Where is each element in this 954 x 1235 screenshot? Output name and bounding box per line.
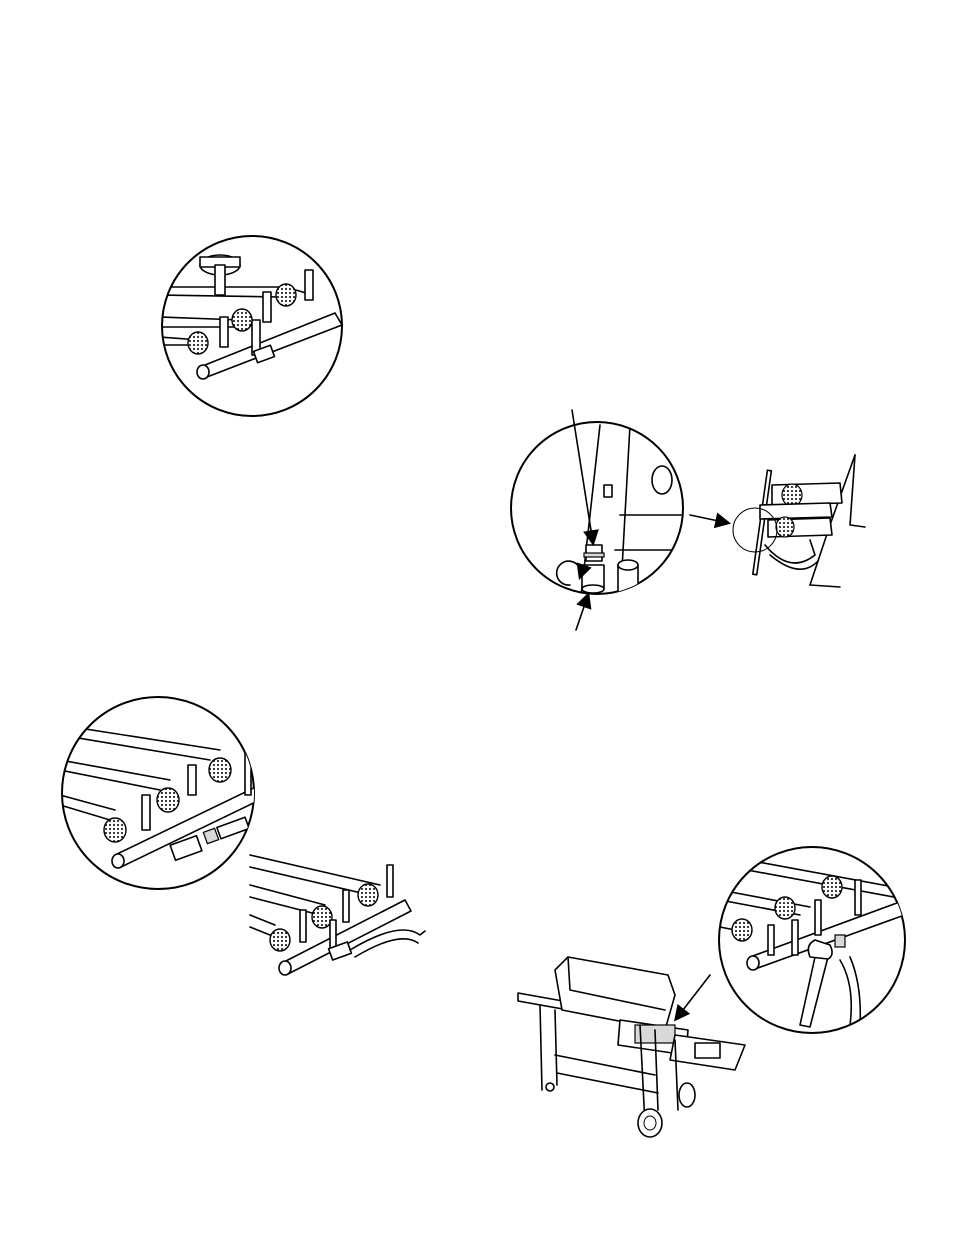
figure-manifold-with-hose [60, 695, 450, 985]
figure-knob-manifold [160, 235, 350, 420]
pointer-arrow [690, 515, 728, 523]
orifice-fitting-icon [582, 545, 604, 593]
gas-manifold-icon [250, 855, 425, 975]
detail-circle [62, 697, 254, 889]
burner-assembly-icon [733, 455, 865, 587]
figure-orifice-fitting [510, 405, 910, 635]
pointer-arrow [676, 975, 710, 1019]
figure-grill-with-wrench [510, 845, 915, 1145]
pointer-arrow [576, 595, 588, 630]
grill-icon [518, 957, 745, 1137]
